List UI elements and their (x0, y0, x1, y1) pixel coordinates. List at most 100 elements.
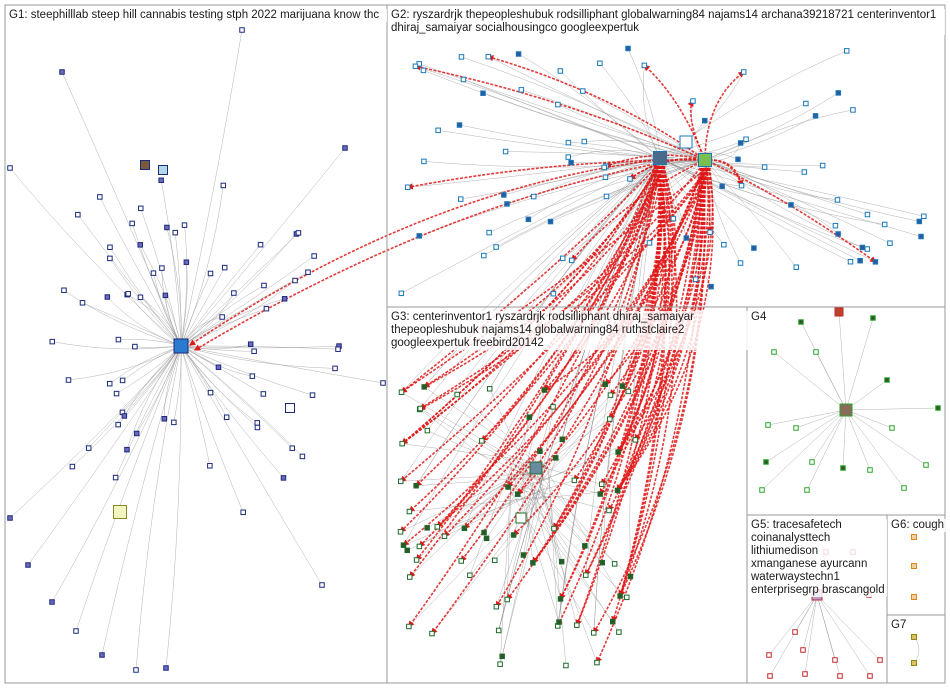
g1-node (66, 378, 71, 383)
g1-node (105, 295, 110, 300)
g2-node (505, 202, 510, 207)
g1-node (221, 183, 226, 188)
g2-node (487, 230, 492, 235)
g2-node (684, 236, 689, 241)
g1-node (100, 653, 105, 658)
g3-node (564, 663, 569, 668)
g2-node (873, 260, 878, 265)
g3-node (527, 415, 532, 420)
g3-node (398, 479, 403, 484)
g3-node (425, 428, 430, 433)
g1-node (120, 378, 125, 383)
g3-node (417, 544, 422, 549)
g2-node (413, 64, 418, 69)
g2-node (558, 69, 563, 74)
g5-node (768, 674, 773, 679)
g3-node (425, 526, 430, 531)
g3-node (408, 575, 413, 580)
g1-node (241, 510, 246, 515)
group-g5-label: G5: tracesafetech coinanalysttech lithiu… (749, 519, 887, 597)
g2-node (486, 54, 491, 59)
g2-node (709, 284, 714, 289)
g1-node (133, 344, 138, 349)
g3-node (607, 508, 612, 513)
group-g7-label: G7 (889, 619, 908, 632)
group-g2-label: G2: ryszardrjk thepeopleshubuk rodsillip… (389, 9, 945, 35)
g5-node (868, 674, 873, 679)
g2-hub-node-b (699, 154, 712, 167)
g3-node (468, 573, 473, 578)
g3-node (401, 543, 406, 548)
g2-node (531, 194, 536, 199)
g4-node (868, 468, 873, 473)
g5-node (801, 648, 806, 653)
g2-node (835, 198, 840, 203)
g4-node (760, 488, 765, 493)
g2-node (516, 52, 521, 57)
g2-node (844, 49, 849, 54)
g4-node (805, 488, 810, 493)
g4-node (810, 460, 815, 465)
g1-node (262, 283, 267, 288)
g3-node (611, 619, 616, 624)
g4-hub-node (840, 404, 852, 416)
g3-node (455, 392, 460, 397)
group-g1-label: G1: steephilllab steep hill cannabis tes… (7, 9, 387, 22)
g2-node (566, 155, 571, 160)
g1-node-large (159, 166, 168, 175)
g1-node (50, 339, 55, 344)
g1-node (134, 431, 139, 436)
g1-node (130, 221, 135, 226)
g1-node (116, 422, 121, 427)
g1-node (113, 475, 118, 480)
g1-node (336, 347, 341, 352)
g3-node (435, 525, 440, 530)
g3-node (618, 594, 623, 599)
g1-node (139, 206, 144, 211)
g2-node (703, 118, 708, 123)
g3-node (583, 544, 588, 549)
g3-node (505, 597, 510, 602)
g1-node (255, 421, 260, 426)
g1-node (108, 256, 113, 261)
g6-node (912, 595, 917, 600)
g2-node (919, 234, 924, 239)
g2-node (519, 88, 524, 93)
g3-node-large (516, 513, 526, 523)
g3-node (462, 526, 467, 531)
g2-node (602, 165, 607, 170)
g2-node (526, 217, 531, 222)
g2-node (459, 55, 464, 60)
g3-node (560, 437, 565, 442)
g4-node (936, 406, 941, 411)
g2-node (738, 141, 743, 146)
g3-node (414, 558, 419, 563)
g3-hub-node (530, 462, 542, 474)
g2-node (789, 203, 794, 208)
g3-node (506, 485, 511, 490)
g2-node (556, 102, 561, 107)
g1-node (381, 381, 386, 386)
g3-node (628, 574, 633, 579)
g3-node (531, 561, 536, 566)
g2-node (917, 219, 922, 224)
g1-node (248, 342, 253, 347)
g5-node (793, 630, 798, 635)
g1-node (255, 425, 260, 430)
g1-node (281, 476, 286, 481)
g1-node (26, 563, 31, 568)
g1-node (224, 415, 229, 420)
g1-node (232, 291, 237, 296)
g1-node-large (141, 161, 150, 170)
g2-node (457, 123, 462, 128)
g1-node (220, 315, 225, 320)
g2-node (865, 247, 870, 252)
g3-node (459, 559, 464, 564)
g3-node (559, 559, 564, 564)
g2-node (813, 114, 818, 119)
g3-node (572, 478, 577, 483)
g1-leaf-node (114, 506, 127, 519)
g7-node (912, 661, 917, 666)
g2-node (417, 234, 422, 239)
g3-node (603, 382, 608, 387)
